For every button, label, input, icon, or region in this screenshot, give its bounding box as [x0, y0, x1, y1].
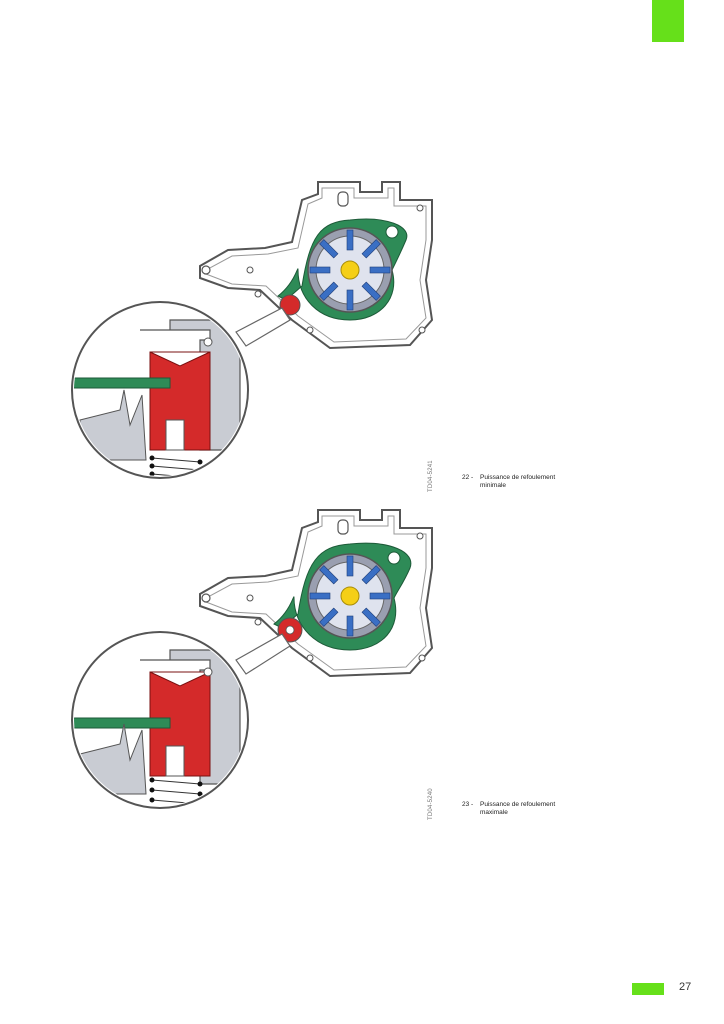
oil-pump-figure-minimal [60, 170, 460, 490]
caption-line-2: maximale [480, 809, 508, 816]
figure-reference-2: TD04-5240 [428, 788, 434, 820]
figure-reference-1: TD04-5241 [428, 460, 434, 492]
page-tab-marker [632, 983, 664, 995]
caption-line-2: minimale [480, 482, 507, 489]
oil-pump-illustration-minimal [71, 181, 434, 479]
caption-number: 23 - [462, 801, 474, 808]
page-number: 27 [679, 981, 692, 993]
caption-line-1: Puissance de refoulement [480, 474, 556, 481]
oil-pump-figure-maximal [60, 498, 460, 818]
caption-number: 22 - [462, 474, 474, 481]
section-tab-marker [652, 0, 684, 42]
caption-line-1: Puissance de refoulement [480, 801, 556, 808]
oil-pump-illustration-maximal [71, 509, 434, 809]
